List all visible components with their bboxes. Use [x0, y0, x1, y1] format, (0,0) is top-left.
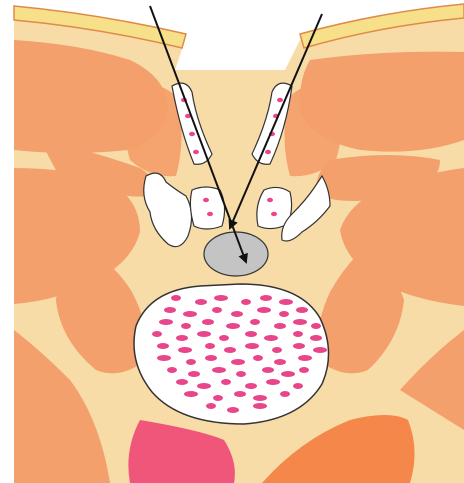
marrow-dot: [293, 331, 303, 337]
marrow-dot: [272, 347, 282, 353]
marrow-dot: [195, 299, 207, 305]
marrow-dot: [245, 331, 257, 337]
marrow-dot: [264, 335, 278, 341]
marrow-dot: [224, 347, 236, 353]
marrow-dot: [171, 295, 181, 301]
marrow-dot: [274, 359, 286, 365]
marrow-dot: [293, 319, 307, 325]
marrow-dot: [197, 331, 211, 337]
marrow-dot: [159, 319, 173, 325]
marrow-dot: [227, 407, 239, 413]
marrow-dot: [188, 371, 200, 377]
marrow-dot: [245, 383, 257, 389]
marrow-dot: [183, 311, 197, 317]
marrow-dot: [299, 367, 309, 373]
marrow-dot: [181, 323, 191, 329]
marrow-dot: [157, 355, 171, 361]
marrow-dot: [281, 371, 295, 377]
marrow-dot: [197, 383, 211, 389]
marrow-dot: [207, 212, 213, 216]
marrow-dot: [234, 391, 246, 397]
marrow-dot: [310, 335, 322, 341]
marrow-dot: [257, 307, 271, 313]
marrow-dot: [226, 323, 240, 329]
marrow-dot: [280, 391, 290, 397]
marrow-dot: [164, 307, 176, 313]
marrow-dot: [266, 379, 280, 385]
marrow-dot: [186, 359, 196, 365]
marrow-dot: [202, 319, 214, 325]
marrow-dot: [293, 343, 305, 349]
marrow-dot: [205, 355, 217, 361]
vertebral-body: [134, 284, 329, 424]
marrow-dot: [298, 355, 312, 361]
marrow-dot: [277, 98, 283, 102]
marrow-dot: [293, 383, 303, 389]
marrow-dot: [176, 379, 188, 385]
marrow-dot: [167, 367, 177, 373]
marrow-dot: [274, 323, 286, 329]
marrow-dot: [253, 403, 267, 409]
marrow-dot: [279, 311, 289, 317]
marrow-dot: [265, 150, 271, 154]
marrow-dot: [313, 347, 327, 353]
marrow-dot: [250, 319, 260, 325]
spinal-canal-structure: [204, 232, 268, 276]
marrow-dot: [178, 347, 192, 353]
marrow-dot: [253, 355, 263, 361]
marrow-dot: [262, 367, 274, 373]
marrow-dot: [253, 395, 267, 401]
marrow-dot: [206, 403, 216, 409]
marrow-dot: [271, 212, 277, 216]
marrow-dot: [205, 343, 215, 349]
marrow-dot: [221, 379, 231, 385]
marrow-dot: [157, 343, 169, 349]
marrow-dot: [219, 335, 229, 341]
marrow-dot: [213, 395, 223, 401]
marrow-dot: [245, 343, 259, 349]
marrow-dot: [152, 331, 162, 337]
marrow-dot: [241, 299, 251, 305]
marrow-dot: [214, 295, 228, 301]
muscle-paraspinal-left: [123, 80, 181, 176]
marrow-dot: [231, 359, 245, 365]
marrow-dot: [279, 299, 293, 305]
marrow-dot: [184, 391, 198, 397]
marrow-dot: [236, 371, 246, 377]
marrow-dot: [267, 198, 273, 202]
marrow-dot: [212, 367, 226, 373]
marrow-dot: [189, 132, 195, 136]
marrow-dot: [231, 311, 243, 317]
marrow-dot: [260, 295, 272, 301]
marrow-dot: [193, 150, 199, 154]
marrow-dot: [176, 335, 188, 341]
marrow-dot: [203, 198, 209, 202]
marrow-dot: [311, 323, 321, 329]
marrow-dot: [212, 307, 222, 313]
muscle-paraspinal-right: [284, 80, 342, 176]
marrow-dot: [296, 307, 308, 313]
